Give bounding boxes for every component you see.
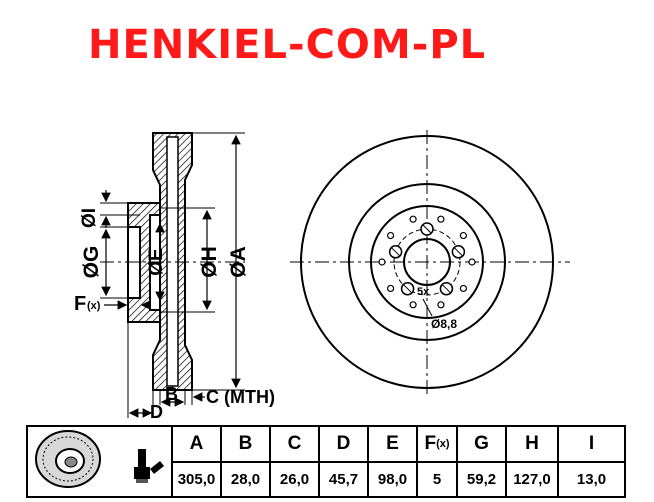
thumbnail-cell <box>26 425 173 498</box>
d-label: D <box>150 402 163 420</box>
spec-header-row: A B C D E F(x) G H I <box>26 425 626 498</box>
friction-ring-inner-circle <box>348 183 506 341</box>
value-e: 98,0 <box>367 461 418 498</box>
hub-small-hole <box>459 231 468 240</box>
hub-small-hole <box>409 301 417 309</box>
value-f: 5 <box>416 461 458 498</box>
hub-small-hole <box>378 258 386 266</box>
bolt-hole-cross <box>422 224 432 234</box>
spec-value-row: 305,0 28,0 26,0 45,7 98,0 5 59,2 127,0 1… <box>27 461 626 498</box>
thickness-gauge-icon <box>133 449 164 483</box>
hub-small-hole <box>386 231 395 240</box>
value-g: 59,2 <box>456 461 507 498</box>
value-h: 127,0 <box>505 461 559 498</box>
hub-small-hole <box>437 301 445 309</box>
dia-e-label: ØE <box>146 248 167 275</box>
col-header-e: E <box>367 425 418 463</box>
col-header-f-sub: (x) <box>436 438 450 450</box>
col-header-c: C <box>269 425 320 463</box>
col-header-a: A <box>171 425 222 463</box>
dia-i-label: ØI <box>79 208 100 228</box>
centre-bore <box>403 238 451 286</box>
bolt-holes <box>378 215 476 309</box>
value-b: 28,0 <box>220 461 271 498</box>
hub-small-hole <box>459 284 468 293</box>
dia-a-label: ØA <box>227 246 250 278</box>
bolt-hole-cross <box>391 247 400 257</box>
f-label: F <box>74 293 86 315</box>
hub-small-hole <box>409 215 417 223</box>
brand-title: HENKIEL-COM-PL <box>88 22 487 68</box>
col-header-f: F(x) <box>416 425 458 463</box>
hub-small-hole <box>468 258 476 266</box>
dia-h-label: ØH <box>198 246 221 278</box>
front-view: 5x Ø8,8 <box>290 130 570 395</box>
col-header-i: I <box>557 425 626 463</box>
hub-small-hole <box>386 284 395 293</box>
brake-disc-thumbnail-icon <box>34 430 164 488</box>
value-c: 26,0 <box>269 461 320 498</box>
col-header-f-letter: F <box>424 433 437 454</box>
bolt-hole-cross <box>403 284 412 294</box>
bolt-hole-cross <box>442 284 451 294</box>
b-label: B <box>165 384 178 404</box>
hole-diameter-label: Ø8,8 <box>431 317 457 331</box>
c-label: C (MTH) <box>206 387 275 407</box>
side-section-view: ØI ØG ØE ØH ØA F (x) B C (MTH) D <box>74 132 275 420</box>
value-a: 305,0 <box>171 461 222 498</box>
col-header-d: D <box>318 425 369 463</box>
spec-table: A B C D E F(x) G H I 305,0 28,0 26,0 45,… <box>26 425 626 498</box>
col-header-g: G <box>456 425 507 463</box>
col-header-h: H <box>505 425 559 463</box>
brake-disc-technical-drawing: ØI ØG ØE ØH ØA F (x) B C (MTH) D 5x Ø8,8 <box>74 130 570 420</box>
disc-outer-circle <box>300 135 554 389</box>
hub-circle <box>370 205 484 319</box>
value-d: 45,7 <box>318 461 369 498</box>
value-i: 13,0 <box>557 461 626 498</box>
f-sub-label: (x) <box>87 300 101 312</box>
bolt-count-label: 5x <box>417 286 430 298</box>
bolt-hole-cross <box>454 247 463 257</box>
dia-g-label: ØG <box>80 246 103 279</box>
hub-small-hole <box>437 215 445 223</box>
col-header-b: B <box>220 425 271 463</box>
